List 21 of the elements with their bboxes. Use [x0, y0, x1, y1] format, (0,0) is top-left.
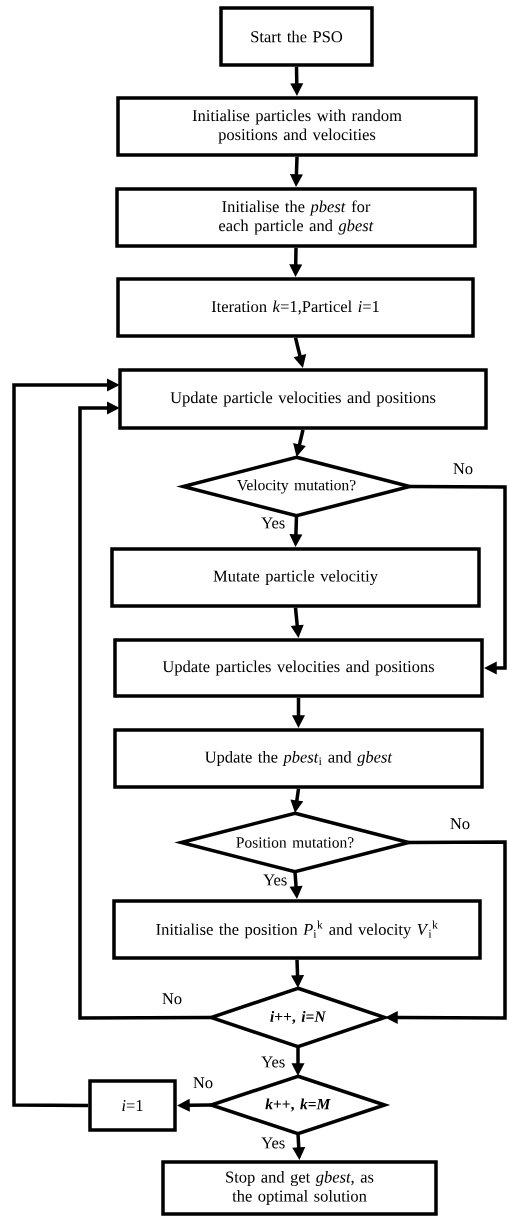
process-box: Initialise the position P$_{i}$$^{k}$ and velocity V$_{i}$k	[112, 899, 482, 960]
process-box: Start the PSO	[219, 6, 374, 67]
edge-label: Yes	[260, 1055, 287, 1069]
arrow	[409, 484, 507, 675]
edge-label: No	[160, 992, 184, 1006]
process-box: Stop and get gbest, as the optimal solution	[161, 1160, 438, 1216]
edge-label: No	[451, 462, 475, 476]
process-box: Mutate particle velocitiy	[110, 547, 481, 608]
edge-label: Yes	[262, 873, 289, 887]
process-box: Update the pbest$_{i}$ and gbest	[113, 728, 484, 789]
process-box: Initialise particles with random positions and velocities	[116, 96, 478, 157]
arrow	[78, 401, 212, 1020]
edge-label: No	[191, 1076, 215, 1090]
process-box: Iteration k=1,Particel i=1	[116, 277, 475, 338]
process-box: Update particles velocities and positions	[113, 638, 484, 698]
edge-label: Yes	[260, 516, 287, 530]
process-box: Initialise the pbest for each particle and gbest	[115, 187, 477, 248]
process-box: Update particle velocities and positions	[118, 368, 488, 430]
edge-label: No	[448, 817, 472, 831]
edge-label: Yes	[260, 1136, 287, 1150]
process-box: i=1	[88, 1079, 177, 1132]
